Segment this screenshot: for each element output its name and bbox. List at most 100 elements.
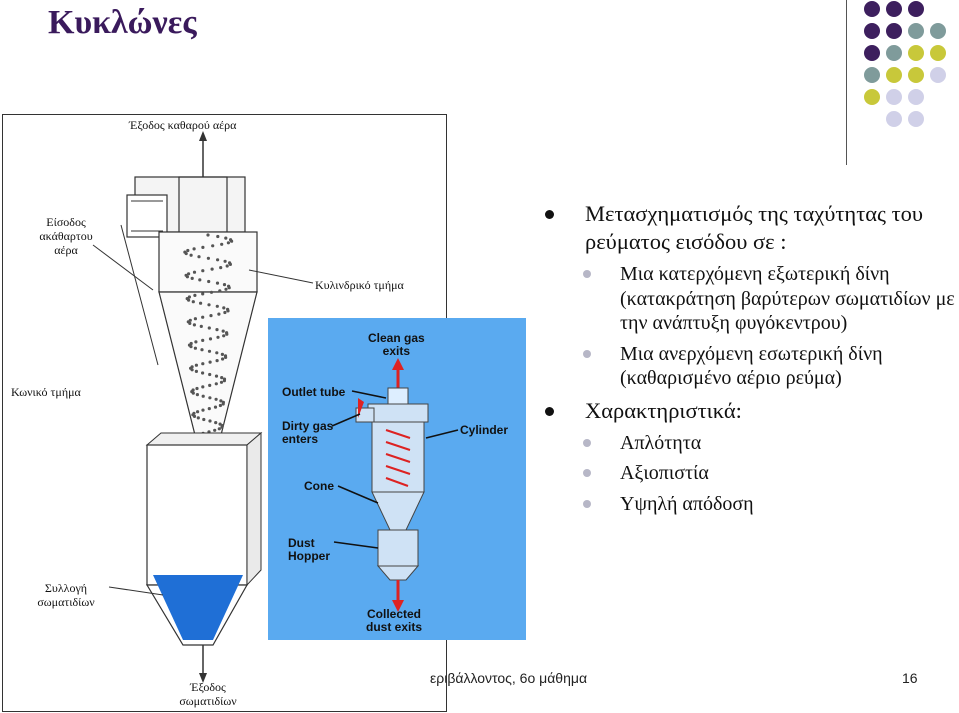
particle-dot: [185, 275, 189, 279]
particle-dot: [215, 304, 219, 308]
particle-dot: [224, 236, 228, 240]
particle-dot: [226, 241, 230, 245]
particle-dot: [184, 252, 188, 256]
particle-dot: [190, 276, 194, 280]
particle-dot: [200, 348, 204, 352]
particle-dot: [196, 416, 200, 420]
particle-dot: [201, 315, 205, 319]
particle-dot: [215, 281, 220, 285]
footer-text: εριβάλλοντος, 6ο μάθημα: [430, 670, 588, 686]
particle-dot: [214, 382, 218, 386]
particle-dot: [214, 374, 219, 378]
label-exit-line2: σωματιδίων: [179, 694, 237, 708]
particle-dot: [221, 357, 225, 361]
label-clean-gas-line2: exits: [382, 344, 411, 358]
particle-dot: [207, 303, 211, 307]
particle-dot: [224, 287, 228, 291]
particle-dot: [220, 242, 224, 246]
particle-dot: [210, 267, 214, 271]
particle-dot: [190, 368, 194, 372]
particle-dot: [228, 262, 232, 266]
label-dirty-gas-line2: enters: [282, 432, 319, 446]
particle-dot: [220, 425, 224, 429]
particle-dot: [214, 397, 218, 401]
particle-dot: [193, 317, 197, 321]
label-inlet-line1: Είσοδος: [46, 215, 86, 229]
particle-dot: [222, 283, 227, 287]
particle-dot: [219, 266, 223, 270]
label-dust-hopper: Dust Hopper: [288, 537, 330, 563]
particle-dot: [208, 419, 212, 423]
decorative-dot: [908, 23, 924, 39]
bullet-item: Χαρακτηριστικά:: [545, 397, 955, 425]
particle-dot: [218, 289, 222, 293]
particle-dot: [193, 346, 197, 350]
particle-dot: [195, 386, 199, 391]
label-clean-air-exit: Έξοδος καθαρού αέρα: [129, 118, 237, 132]
divider-line: [846, 0, 847, 165]
decorative-dot: [908, 67, 924, 83]
particle-dot: [189, 253, 193, 257]
particle-dot: [201, 385, 205, 389]
particle-dot: [201, 269, 205, 273]
particle-dot: [192, 414, 197, 418]
cyclone-diagram-english: Clean gas exits Outlet tube Dirty gas en…: [268, 318, 526, 640]
particle-dot: [187, 295, 191, 299]
particle-dot: [217, 312, 221, 316]
particle-dot: [192, 323, 196, 327]
bullet-list: Μετασχηματισμός της ταχύτητας του ρεύματ…: [545, 200, 955, 522]
label-dust-line1: Dust: [288, 536, 315, 550]
label-conical-section: Κωνικό τμήμα: [11, 385, 81, 399]
label-cylinder: Cylinder: [460, 423, 509, 437]
label-inlet-line3: αέρα: [54, 243, 78, 257]
particle-dot: [207, 279, 211, 284]
particle-dot: [199, 301, 203, 305]
sub-bullet-icon: [583, 438, 591, 447]
decorative-dot: [886, 23, 902, 39]
label-dirty-gas-line1: Dirty gas: [282, 419, 334, 433]
particle-dot: [194, 363, 198, 367]
label-exit-line1: Έξοδος: [190, 680, 226, 694]
particle-dot: [202, 417, 206, 422]
decorative-dot: [908, 45, 924, 61]
particle-dot: [226, 309, 230, 313]
page-number: 16: [902, 670, 918, 686]
particle-dot: [201, 408, 205, 412]
bullet-text: Μετασχηματισμός της ταχύτητας του ρεύματ…: [585, 201, 923, 254]
sub-bullet-icon: [583, 469, 591, 477]
particle-dot: [217, 427, 221, 431]
particle-dot: [218, 403, 222, 408]
sub-bullet-text: Μια κατερχόμενη εξωτερική δίνη (κατακράτ…: [620, 263, 955, 334]
decorative-dot: [930, 67, 946, 83]
label-dirty-gas-enters: Dirty gas enters: [282, 420, 333, 446]
decorative-dot: [864, 67, 880, 83]
label-particle-exit: Έξοδος σωματιδίων: [168, 680, 248, 708]
particle-dot: [224, 355, 228, 359]
particle-dot: [206, 233, 210, 237]
particle-dot: [215, 359, 219, 363]
sub-bullet-text: Υψηλή απόδοση: [620, 492, 754, 515]
particle-dot: [194, 340, 198, 344]
particle-dot: [197, 255, 201, 259]
decorative-dot: [886, 45, 902, 61]
decorative-dot: [864, 89, 880, 105]
decorative-dot: [864, 45, 880, 61]
decorative-dot: [930, 23, 946, 39]
sub-bullet-item: Αξιοπιστία: [545, 461, 955, 486]
particle-dot: [207, 326, 211, 330]
decorative-dot: [886, 111, 902, 127]
particle-dot: [221, 329, 225, 333]
label-particle-collection: Συλλογή σωματιδίων: [21, 581, 111, 609]
particle-dot: [208, 396, 212, 400]
particle-dot: [195, 393, 199, 397]
page-title: Κυκλώνες: [48, 4, 197, 41]
label-collected-dust: Collected dust exits: [366, 608, 422, 634]
particle-dot: [187, 298, 191, 302]
particle-dot: [216, 335, 220, 339]
particle-dot: [223, 310, 227, 315]
sub-bullet-text: Αξιοπιστία: [620, 462, 709, 484]
particle-dot: [186, 248, 190, 253]
particle-dot: [222, 306, 226, 310]
decorative-dots: [864, 1, 946, 127]
particle-dot: [222, 379, 226, 383]
